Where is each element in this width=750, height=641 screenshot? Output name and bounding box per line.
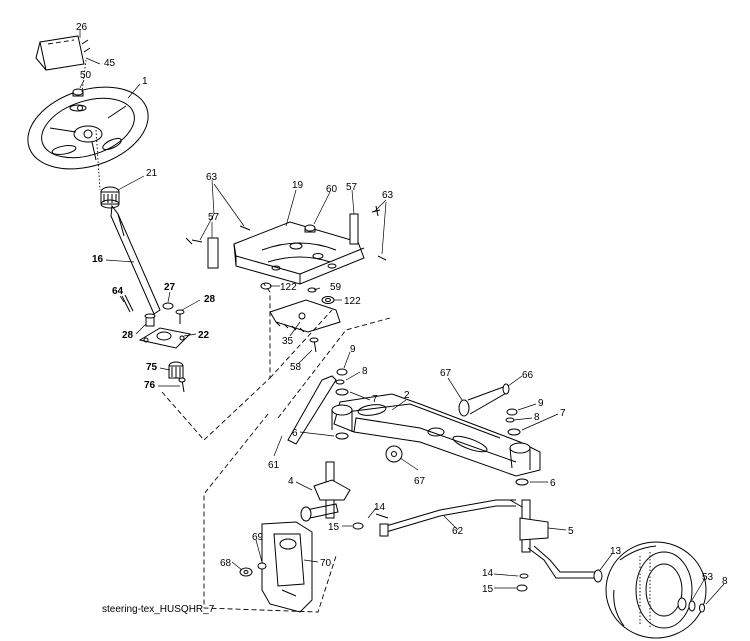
label-75: 75	[146, 362, 158, 373]
label-61: 61	[268, 460, 280, 471]
label-68: 68	[220, 558, 232, 569]
front-axle	[287, 375, 541, 477]
label-8: 8	[534, 412, 540, 423]
label-63: 63	[382, 190, 394, 201]
steering-bracket	[239, 521, 313, 613]
label-59: 59	[330, 282, 342, 293]
pivot-bolt	[385, 383, 510, 463]
label-13: 13	[610, 546, 622, 557]
sector-gear	[269, 299, 341, 353]
diagram-caption: steering-tex_HUSQHR_7	[102, 604, 215, 615]
label-28: 28	[204, 294, 216, 305]
label-1: 1	[142, 76, 148, 87]
label-7: 7	[372, 394, 378, 405]
label-26: 26	[76, 22, 88, 33]
label-22: 22	[198, 330, 210, 341]
label-60: 60	[326, 184, 338, 195]
label-57: 57	[346, 182, 358, 193]
label-14: 14	[482, 568, 494, 579]
label-15: 15	[328, 522, 340, 533]
label-2: 2	[404, 390, 410, 401]
right-spindle	[516, 499, 600, 592]
label-57: 57	[208, 212, 220, 223]
wheel-cap	[35, 35, 91, 71]
label-76: 76	[144, 380, 156, 391]
label-28: 28	[122, 330, 134, 341]
small-hardware-left	[121, 294, 185, 327]
label-58: 58	[290, 362, 302, 373]
label-122: 122	[280, 282, 297, 293]
washers-right	[505, 408, 529, 486]
label-14: 14	[374, 502, 386, 513]
label-66: 66	[522, 370, 534, 381]
label-64: 64	[112, 286, 124, 297]
label-70: 70	[320, 558, 332, 569]
label-21: 21	[146, 168, 158, 179]
label-9: 9	[538, 398, 544, 409]
label-8: 8	[362, 366, 368, 377]
bracket-22	[138, 327, 192, 349]
callout-outlines	[81, 59, 391, 613]
label-16: 16	[92, 254, 104, 265]
steering-wheel	[27, 86, 149, 170]
label-8: 8	[722, 576, 728, 587]
label-35: 35	[282, 336, 294, 347]
callout-labels: 26 45 50 1 21 16 64 27 28 28 22 75 76 63…	[76, 22, 728, 595]
washers-left	[335, 368, 349, 440]
label-50: 50	[80, 70, 92, 81]
pinion-75	[168, 361, 186, 393]
label-63: 63	[206, 172, 218, 183]
label-62: 62	[452, 526, 464, 537]
label-15: 15	[482, 584, 494, 595]
label-69: 69	[252, 532, 264, 543]
front-wheel	[593, 541, 707, 639]
steering-shaft	[100, 186, 161, 315]
label-67: 67	[440, 368, 452, 379]
label-7: 7	[560, 408, 566, 419]
label-9: 9	[350, 344, 356, 355]
steering-plate	[185, 205, 387, 285]
left-spindle	[300, 461, 389, 530]
label-122: 122	[344, 296, 361, 307]
label-53: 53	[702, 572, 714, 583]
leader-lines	[79, 30, 725, 605]
label-45: 45	[104, 58, 116, 69]
nut-50	[72, 88, 84, 111]
label-4: 4	[288, 476, 294, 487]
label-6: 6	[550, 478, 556, 489]
label-6: 6	[292, 428, 298, 439]
label-27: 27	[164, 282, 176, 293]
label-5: 5	[568, 526, 574, 537]
label-67: 67	[414, 476, 426, 487]
label-19: 19	[292, 180, 304, 191]
